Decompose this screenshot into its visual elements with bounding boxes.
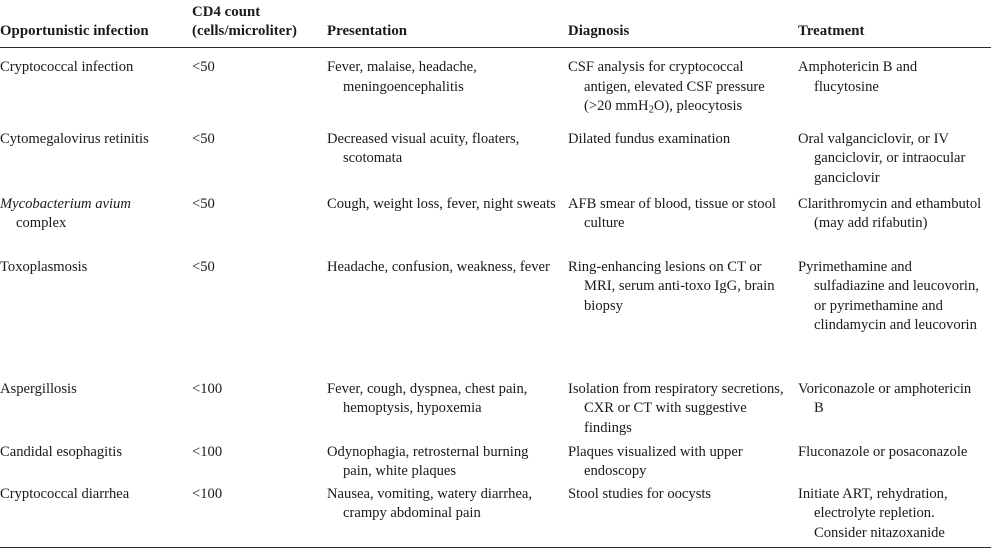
cell-presentation: Cough, weight loss, fever, night sweats xyxy=(327,195,568,258)
treatment-text: Amphotericin B and flucytosine xyxy=(798,59,918,95)
cell-infection: Candidal esophagitis xyxy=(0,443,192,485)
cell-cd4-count: <100 xyxy=(192,380,327,443)
cell-presentation: Fever, cough, dyspnea, chest pain, hemop… xyxy=(327,380,568,443)
cell-cd4-count: <50 xyxy=(192,195,327,258)
column-header-diagnosis: Diagnosis xyxy=(568,0,798,49)
diagnosis-text: Isolation from respiratory secretions, C… xyxy=(568,380,784,436)
diagnosis-text: Dilated fundus examination xyxy=(568,130,731,147)
diagnosis-text: Ring-enhancing lesions on CT or MRI, ser… xyxy=(568,258,775,314)
cell-presentation: Fever, malaise, headache, meningoencepha… xyxy=(327,48,568,130)
column-header-infection: Opportunistic infection xyxy=(0,0,192,49)
cell-treatment: Amphotericin B and flucytosine xyxy=(798,48,991,130)
cell-diagnosis: AFB smear of blood, tissue or stool cult… xyxy=(568,195,798,258)
cell-diagnosis: Dilated fundus examination xyxy=(568,130,798,195)
presentation-text: Fever, malaise, headache, meningoencepha… xyxy=(327,59,477,95)
infection-name-italic: Mycobacterium avium xyxy=(0,195,131,212)
cd4-value: <50 xyxy=(192,59,215,76)
column-header-treatment: Treatment xyxy=(798,0,991,49)
infection-name: Aspergillosis xyxy=(0,380,77,397)
column-header-presentation-line1: Presentation xyxy=(327,23,408,40)
column-header-cd4-line1: CD4 count xyxy=(192,4,261,20)
infection-name: Toxoplasmosis xyxy=(0,258,88,275)
table-row: Cryptococcal diarrhea <100 Nausea, vomitin… xyxy=(0,485,991,549)
cell-treatment: Pyrimethamine and sulfadiazine and leuco… xyxy=(798,258,991,380)
cell-diagnosis: CSF analysis for cryptococcal antigen, e… xyxy=(568,48,798,130)
table-row: Cytomegalovirus retinitis <50 Decreased vi… xyxy=(0,130,991,195)
cell-treatment: Initiate ART, rehydration, electrolyte r… xyxy=(798,485,991,549)
treatment-text: Clarithromycin and ethambutol (may add r… xyxy=(798,195,982,232)
cell-presentation: Odynophagia, retrosternal burning pain, … xyxy=(327,443,568,485)
cd4-value: <50 xyxy=(192,130,215,147)
cell-presentation: Decreased visual acuity, floaters, scoto… xyxy=(327,130,568,195)
cell-treatment: Oral valganciclovir, or IV ganciclovir, … xyxy=(798,130,991,195)
treatment-text: Oral valganciclovir, or IV ganciclovir, … xyxy=(798,130,966,186)
cell-cd4-count: <50 xyxy=(192,48,327,130)
diagnosis-text-part1: CSF analysis for cryptococcal antigen, e… xyxy=(568,59,765,115)
cell-treatment: Voriconazole or amphotericin B xyxy=(798,380,991,443)
presentation-text: Odynophagia, retrosternal burning pain, … xyxy=(327,443,529,480)
cd4-value: <100 xyxy=(192,485,223,502)
cell-treatment: Fluconazole or posaconazole xyxy=(798,443,991,485)
diagnosis-subscript: 2 xyxy=(648,104,654,116)
cd4-value: <100 xyxy=(192,443,223,460)
column-header-infection-line1: Opportunistic infection xyxy=(0,23,149,40)
cell-diagnosis: Stool studies for oocysts xyxy=(568,485,798,549)
table-row: Cryptococcal infection <50 Fever, malaise,… xyxy=(0,48,991,130)
cell-treatment: Clarithromycin and ethambutol (may add r… xyxy=(798,195,991,258)
cell-diagnosis: Ring-enhancing lesions on CT or MRI, ser… xyxy=(568,258,798,380)
cell-infection: Cytomegalovirus retinitis xyxy=(0,130,192,195)
diagnosis-text: Stool studies for oocysts xyxy=(568,485,712,502)
cell-cd4-count: <100 xyxy=(192,443,327,485)
column-header-treatment-line1: Treatment xyxy=(798,23,865,40)
infection-name: complex xyxy=(16,215,67,232)
table-header: Opportunistic infection CD4 count (cells… xyxy=(0,0,991,49)
column-header-cd4: CD4 count (cells/microliter) xyxy=(192,0,327,49)
treatment-text: Initiate ART, rehydration, electrolyte r… xyxy=(798,485,948,541)
cd4-value: <50 xyxy=(192,195,215,212)
column-header-diagnosis-line1: Diagnosis xyxy=(568,23,630,40)
infection-name: Cytomegalovirus retinitis xyxy=(0,130,149,147)
presentation-text: Cough, weight loss, fever, night sweats xyxy=(327,195,556,212)
cell-infection: Cryptococcal diarrhea xyxy=(0,485,192,549)
infection-name: Candidal esophagitis xyxy=(0,443,123,460)
treatment-text: Fluconazole or posaconazole xyxy=(798,443,968,460)
cell-cd4-count: <50 xyxy=(192,130,327,195)
table-bottom-rule xyxy=(0,547,991,548)
cd4-value: <100 xyxy=(192,380,223,397)
cell-diagnosis: Isolation from respiratory secretions, C… xyxy=(568,380,798,443)
table-row: Candidal esophagitis <100 Odynophagia, ret… xyxy=(0,443,991,485)
diagnosis-text: AFB smear of blood, tissue or stool cult… xyxy=(568,195,776,232)
treatment-text: Voriconazole or amphotericin B xyxy=(798,380,972,417)
diagnosis-text-part2: O), pleocytosis xyxy=(653,98,743,115)
column-header-presentation: Presentation xyxy=(327,0,568,49)
infection-name: Cryptococcal diarrhea xyxy=(0,485,130,502)
treatment-text: Pyrimethamine and sulfadiazine and leuco… xyxy=(798,258,979,334)
cell-diagnosis: Plaques visualized with upper endoscopy xyxy=(568,443,798,485)
cell-presentation: Nausea, vomiting, watery diarrhea, cramp… xyxy=(327,485,568,549)
cell-infection: Aspergillosis xyxy=(0,380,192,443)
table-body: Cryptococcal infection <50 Fever, malaise,… xyxy=(0,48,991,549)
column-header-cd4-line2: (cells/microliter) xyxy=(192,23,297,40)
table-row: Aspergillosis <100 Fever, cough, dyspnea, … xyxy=(0,380,991,443)
presentation-text: Decreased visual acuity, floaters, scoto… xyxy=(327,130,520,167)
table-row: Toxoplasmosis <50 Headache, confusion, wea… xyxy=(0,258,991,380)
cell-cd4-count: <50 xyxy=(192,258,327,380)
presentation-text: Fever, cough, dyspnea, chest pain, hemop… xyxy=(327,380,528,417)
infection-name: Cryptococcal infection xyxy=(0,59,134,76)
presentation-text: Nausea, vomiting, watery diarrhea, cramp… xyxy=(327,485,533,522)
cell-infection: Toxoplasmosis xyxy=(0,258,192,380)
presentation-text: Headache, confusion, weakness, fever xyxy=(327,258,550,275)
cell-infection: Mycobacterium avium complex xyxy=(0,195,192,258)
header-row: Opportunistic infection CD4 count (cells… xyxy=(0,0,991,49)
diagnosis-text: CSF analysis for cryptococcal antigen, e… xyxy=(568,58,790,117)
cell-cd4-count: <100 xyxy=(192,485,327,549)
cell-infection: Cryptococcal infection xyxy=(0,48,192,130)
diagnosis-text: Plaques visualized with upper endoscopy xyxy=(568,443,743,480)
cd4-value: <50 xyxy=(192,258,215,275)
cell-presentation: Headache, confusion, weakness, fever xyxy=(327,258,568,380)
